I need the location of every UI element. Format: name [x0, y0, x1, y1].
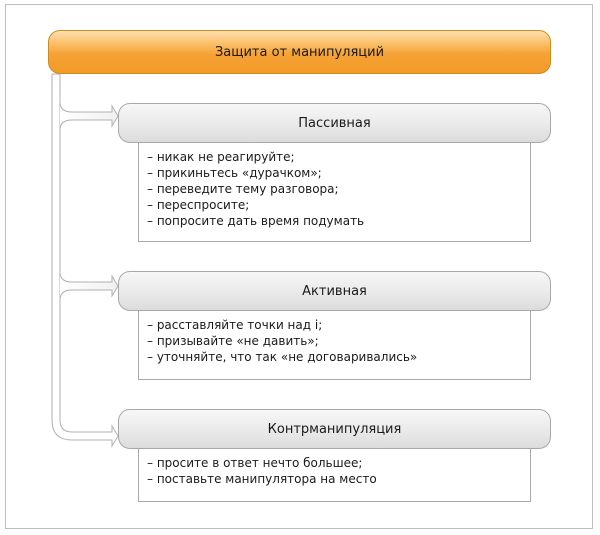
- category-title: Пассивная: [298, 115, 371, 131]
- list-item: – прикиньтесь «дурачком»;: [147, 166, 322, 180]
- category-item-list: – просите в ответ нечто большее; – поста…: [147, 455, 530, 487]
- category-title: Контрманипуляция: [267, 421, 402, 437]
- list-item: – расставляйте точки над i;: [147, 318, 323, 332]
- category-counter-box: – просите в ответ нечто большее; – поста…: [138, 449, 531, 502]
- category-passive-pill: Пассивная: [118, 103, 551, 143]
- connector-trunk: [51, 73, 119, 448]
- list-item: – переведите тему разговора;: [147, 182, 339, 196]
- list-item: – уточняйте, что так «не договаривались»: [147, 350, 418, 364]
- category-active-box: – расставляйте точки над i; – призывайте…: [138, 311, 531, 380]
- list-item: – поставьте манипулятора на место: [147, 472, 377, 486]
- connector-trunk-fill: [52, 88, 60, 420]
- list-item: – переспросите;: [147, 198, 250, 212]
- category-title: Активная: [302, 283, 367, 299]
- branch-arrow-active: [59, 271, 119, 301]
- list-item: – никак не реагируйте;: [147, 150, 295, 164]
- list-item: – просите в ответ нечто большее;: [147, 456, 363, 470]
- header-title: Защита от манипуляций: [214, 44, 385, 60]
- header-block: Защита от манипуляций: [48, 30, 551, 74]
- list-item: – попросите дать время подумать: [147, 214, 365, 228]
- list-item: – призывайте «не давить»;: [147, 334, 319, 348]
- branch-arrow-passive: [59, 101, 119, 131]
- category-passive-box: – никак не реагируйте; – прикиньтесь «ду…: [138, 143, 531, 242]
- category-item-list: – никак не реагируйте; – прикиньтесь «ду…: [147, 149, 530, 229]
- category-counter-pill: Контрманипуляция: [118, 409, 551, 449]
- diagram-frame: [5, 4, 593, 529]
- category-active-pill: Активная: [118, 271, 551, 311]
- category-item-list: – расставляйте точки над i; – призывайте…: [147, 317, 530, 365]
